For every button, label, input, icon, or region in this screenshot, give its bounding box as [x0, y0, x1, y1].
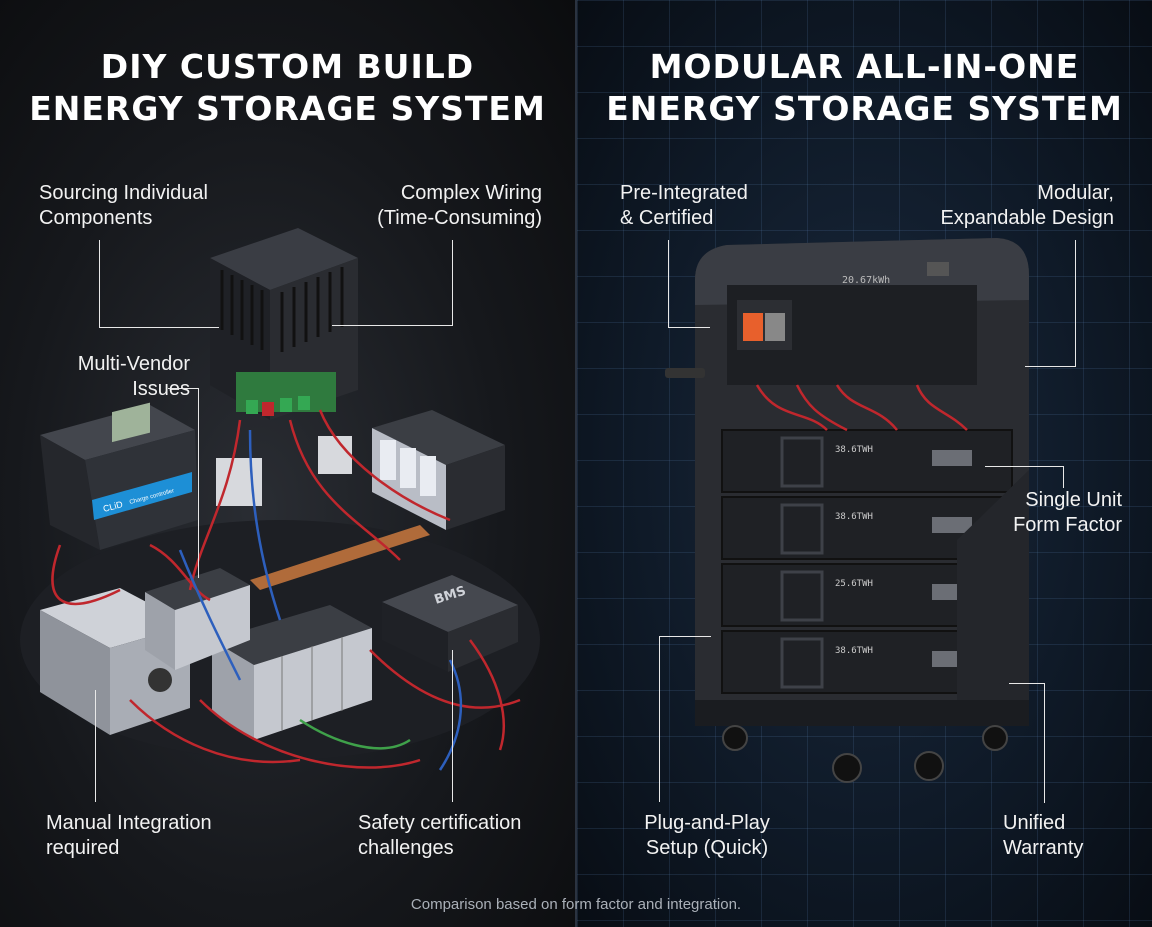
- footnote: Comparison based on form factor and inte…: [410, 896, 742, 913]
- label-single-unit: Single Unit Form Factor: [977, 488, 1122, 538]
- label-plug-and-play: Plug-and-Play Setup (Quick): [627, 811, 787, 861]
- caster-wheels: [722, 725, 1008, 783]
- callout-line-modular-v: [1075, 240, 1076, 367]
- all-in-one-title: MODULAR ALL-IN-ONE ENERGY STORAGE SYSTEM: [577, 46, 1152, 130]
- label-safety-cert-line2: challenges: [358, 837, 454, 859]
- callout-line-plug-v: [659, 636, 660, 802]
- label-manual-integration-line2: required: [46, 837, 120, 859]
- callout-line-vendor-v: [198, 388, 199, 578]
- module-3-capacity: 25.6TWH: [835, 579, 873, 589]
- diy-title: DIY CUSTOM BUILD ENERGY STORAGE SYSTEM: [0, 46, 575, 130]
- label-complex-wiring: Complex Wiring (Time-Consuming): [340, 181, 542, 231]
- all-in-one-title-line1: MODULAR ALL-IN-ONE: [649, 47, 1080, 86]
- cabinet-handle: [665, 368, 705, 378]
- cabinet-base: [695, 700, 1029, 726]
- cabinet-capacity-text: 20.67kWh: [842, 275, 890, 286]
- label-sourcing-line2: Components: [39, 207, 153, 229]
- callout-line-single-v: [1063, 466, 1064, 488]
- callout-line-modular-h: [1025, 366, 1076, 367]
- callout-line-vendor-h: [168, 388, 198, 389]
- diy-title-line1: DIY CUSTOM BUILD: [100, 47, 475, 86]
- label-pre-integrated: Pre-Integrated & Certified: [620, 181, 748, 231]
- diy-panel: DIY CUSTOM BUILD ENERGY STORAGE SYSTEM: [0, 0, 575, 927]
- bms-box: BMS: [382, 575, 518, 672]
- label-sourcing-components: Sourcing Individual Components: [39, 181, 208, 231]
- lifepo4-cells: [145, 568, 372, 740]
- label-safety-certification: Safety certification challenges: [358, 811, 521, 861]
- label-single-unit-line1: Single Unit: [1025, 489, 1122, 511]
- label-modular-expandable: Modular, Expandable Design: [887, 181, 1114, 231]
- label-modular-line2: Expandable Design: [940, 207, 1114, 229]
- callout-line-manual: [95, 690, 96, 802]
- wiring-harness: [51, 409, 521, 771]
- label-manual-integration-line1: Manual Integration: [46, 812, 212, 834]
- all-in-one-title-line2: ENERGY STORAGE SYSTEM: [606, 89, 1123, 128]
- copper-busbar: [250, 525, 430, 590]
- label-unified-warranty: Unified Warranty: [1003, 811, 1083, 861]
- label-modular-line1: Modular,: [1037, 182, 1114, 204]
- label-pre-integrated-line2: & Certified: [620, 207, 714, 229]
- internal-wiring: [755, 384, 968, 432]
- callout-line-warranty-v: [1044, 683, 1045, 803]
- label-multi-vendor-line1: Multi-Vendor: [77, 353, 190, 375]
- label-multi-vendor: Multi-Vendor Issues: [40, 352, 190, 402]
- callout-line-wiring-v: [452, 240, 453, 326]
- label-plug-play-line1: Plug-and-Play: [644, 812, 770, 834]
- module-1-capacity: 38.6TWH: [835, 445, 873, 455]
- side-panel: [957, 470, 1029, 720]
- label-multi-vendor-line2: Issues: [132, 378, 190, 400]
- label-sourcing-line1: Sourcing Individual: [39, 182, 208, 204]
- label-manual-integration: Manual Integration required: [46, 811, 212, 861]
- label-plug-play-line2: Setup (Quick): [645, 837, 769, 859]
- callout-line-safety: [452, 650, 453, 802]
- label-unified-warranty-line1: Unified: [1003, 812, 1066, 834]
- label-complex-wiring-line1: Complex Wiring: [400, 182, 542, 204]
- callout-line-sourcing-h: [99, 327, 219, 328]
- all-in-one-panel: MODULAR ALL-IN-ONE ENERGY STORAGE SYSTEM…: [577, 0, 1152, 927]
- module-4-capacity: 38.6TWH: [835, 646, 873, 656]
- label-pre-integrated-line1: Pre-Integrated: [620, 182, 748, 204]
- callout-line-single-h: [985, 466, 1063, 467]
- label-unified-warranty-line2: Warranty: [1003, 837, 1084, 859]
- label-complex-wiring-line2: (Time-Consuming): [377, 207, 542, 229]
- diy-title-line2: ENERGY STORAGE SYSTEM: [29, 89, 546, 128]
- callout-line-preintegrated-v: [668, 240, 669, 328]
- battery-rack: [372, 410, 505, 530]
- label-safety-cert-line1: Safety certification: [358, 812, 522, 834]
- module-2-capacity: 38.6TWH: [835, 512, 873, 522]
- inverter-unit: [210, 228, 358, 420]
- label-single-unit-line2: Form Factor: [1013, 514, 1122, 536]
- panel-divider: [575, 0, 577, 927]
- callout-line-preintegrated-h: [668, 327, 710, 328]
- callout-line-warranty-h: [1009, 683, 1045, 684]
- modular-cabinet-illustration: 20.67kWh 38.6TWH 38.6TWH 25.6TWH: [665, 238, 1029, 783]
- diy-components-illustration: CLiD Charge controller BMS: [20, 228, 540, 771]
- callout-line-plug-h: [659, 636, 711, 637]
- charge-controller: CLiD Charge controller: [40, 402, 198, 550]
- callout-line-sourcing-v: [99, 240, 100, 328]
- callout-line-wiring-h: [332, 325, 453, 326]
